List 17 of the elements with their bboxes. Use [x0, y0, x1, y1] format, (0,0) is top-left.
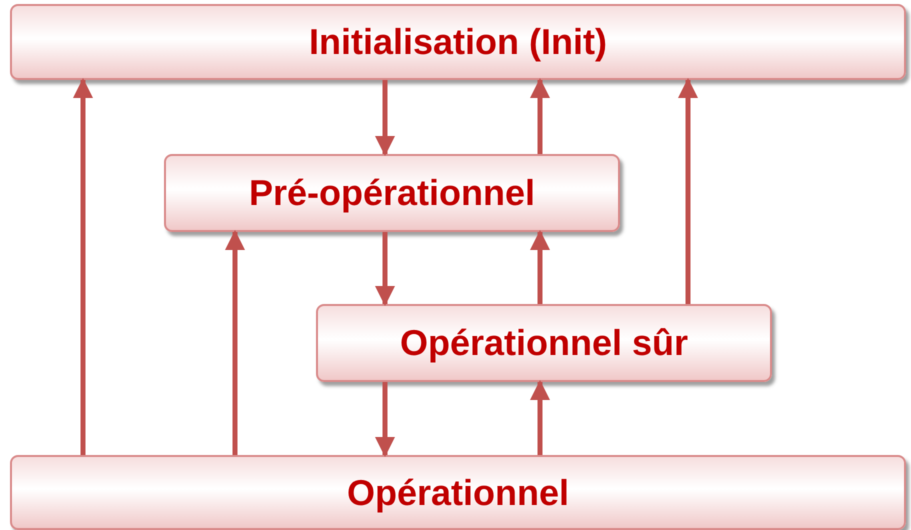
- state-label: Initialisation (Init): [309, 21, 607, 63]
- arrow: [375, 232, 395, 306]
- arrow: [530, 230, 550, 304]
- state-box: [164, 154, 620, 232]
- state-box: [10, 4, 906, 80]
- arrow: [73, 78, 93, 455]
- state-label: Pré-opérationnel: [248, 172, 536, 214]
- state-label: Opérationnel sûr: [400, 322, 688, 364]
- arrow: [375, 382, 395, 457]
- arrow: [530, 78, 550, 154]
- state-label: Opérationnel: [346, 472, 570, 514]
- state-box: [316, 304, 772, 382]
- arrow: [530, 380, 550, 455]
- state-box: [10, 455, 906, 530]
- arrow: [678, 78, 698, 304]
- arrow: [225, 230, 245, 455]
- arrow: [375, 80, 395, 156]
